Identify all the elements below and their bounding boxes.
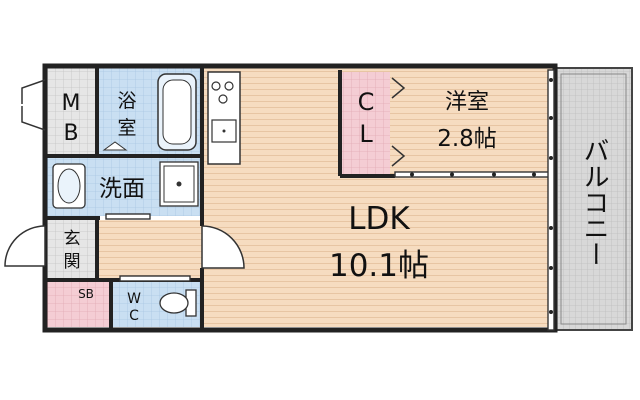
entrance-label: 関 <box>64 252 81 272</box>
toilet <box>159 289 197 317</box>
mb-label: M <box>62 91 81 116</box>
stove-burner <box>224 81 234 91</box>
mb-floor <box>47 68 95 154</box>
hall-floor <box>99 220 202 278</box>
mb-label: B <box>63 121 78 146</box>
bath-label: 室 <box>117 117 136 139</box>
entrance-floor <box>47 220 95 278</box>
balcony-area <box>554 67 633 331</box>
wc-label: C <box>129 308 139 324</box>
doors <box>4 77 406 269</box>
sliding-partitions <box>105 69 555 331</box>
entrance-label: 玄 <box>64 229 81 249</box>
western-room-size: 2.8帖 <box>437 126 497 152</box>
closet-floor <box>342 72 390 174</box>
kitchen-counter <box>207 71 241 165</box>
western-room-name: 洋室 <box>445 90 489 115</box>
ldk-size: 10.1帖 <box>329 248 429 284</box>
ldk-name: LDK <box>348 201 410 237</box>
stove-burner <box>218 94 228 104</box>
closet-label: L <box>359 120 373 148</box>
washroom-label: 洗面 <box>99 176 145 202</box>
shoebox-label: SB <box>78 287 94 301</box>
stove-burner <box>211 81 221 91</box>
bath-label: 浴 <box>117 90 136 112</box>
closet-label: C <box>358 88 375 116</box>
wc-label: W <box>127 291 141 307</box>
balcony-label: バルコニー <box>579 137 609 267</box>
shoebox-floor <box>47 282 109 327</box>
western-floor <box>390 68 553 174</box>
